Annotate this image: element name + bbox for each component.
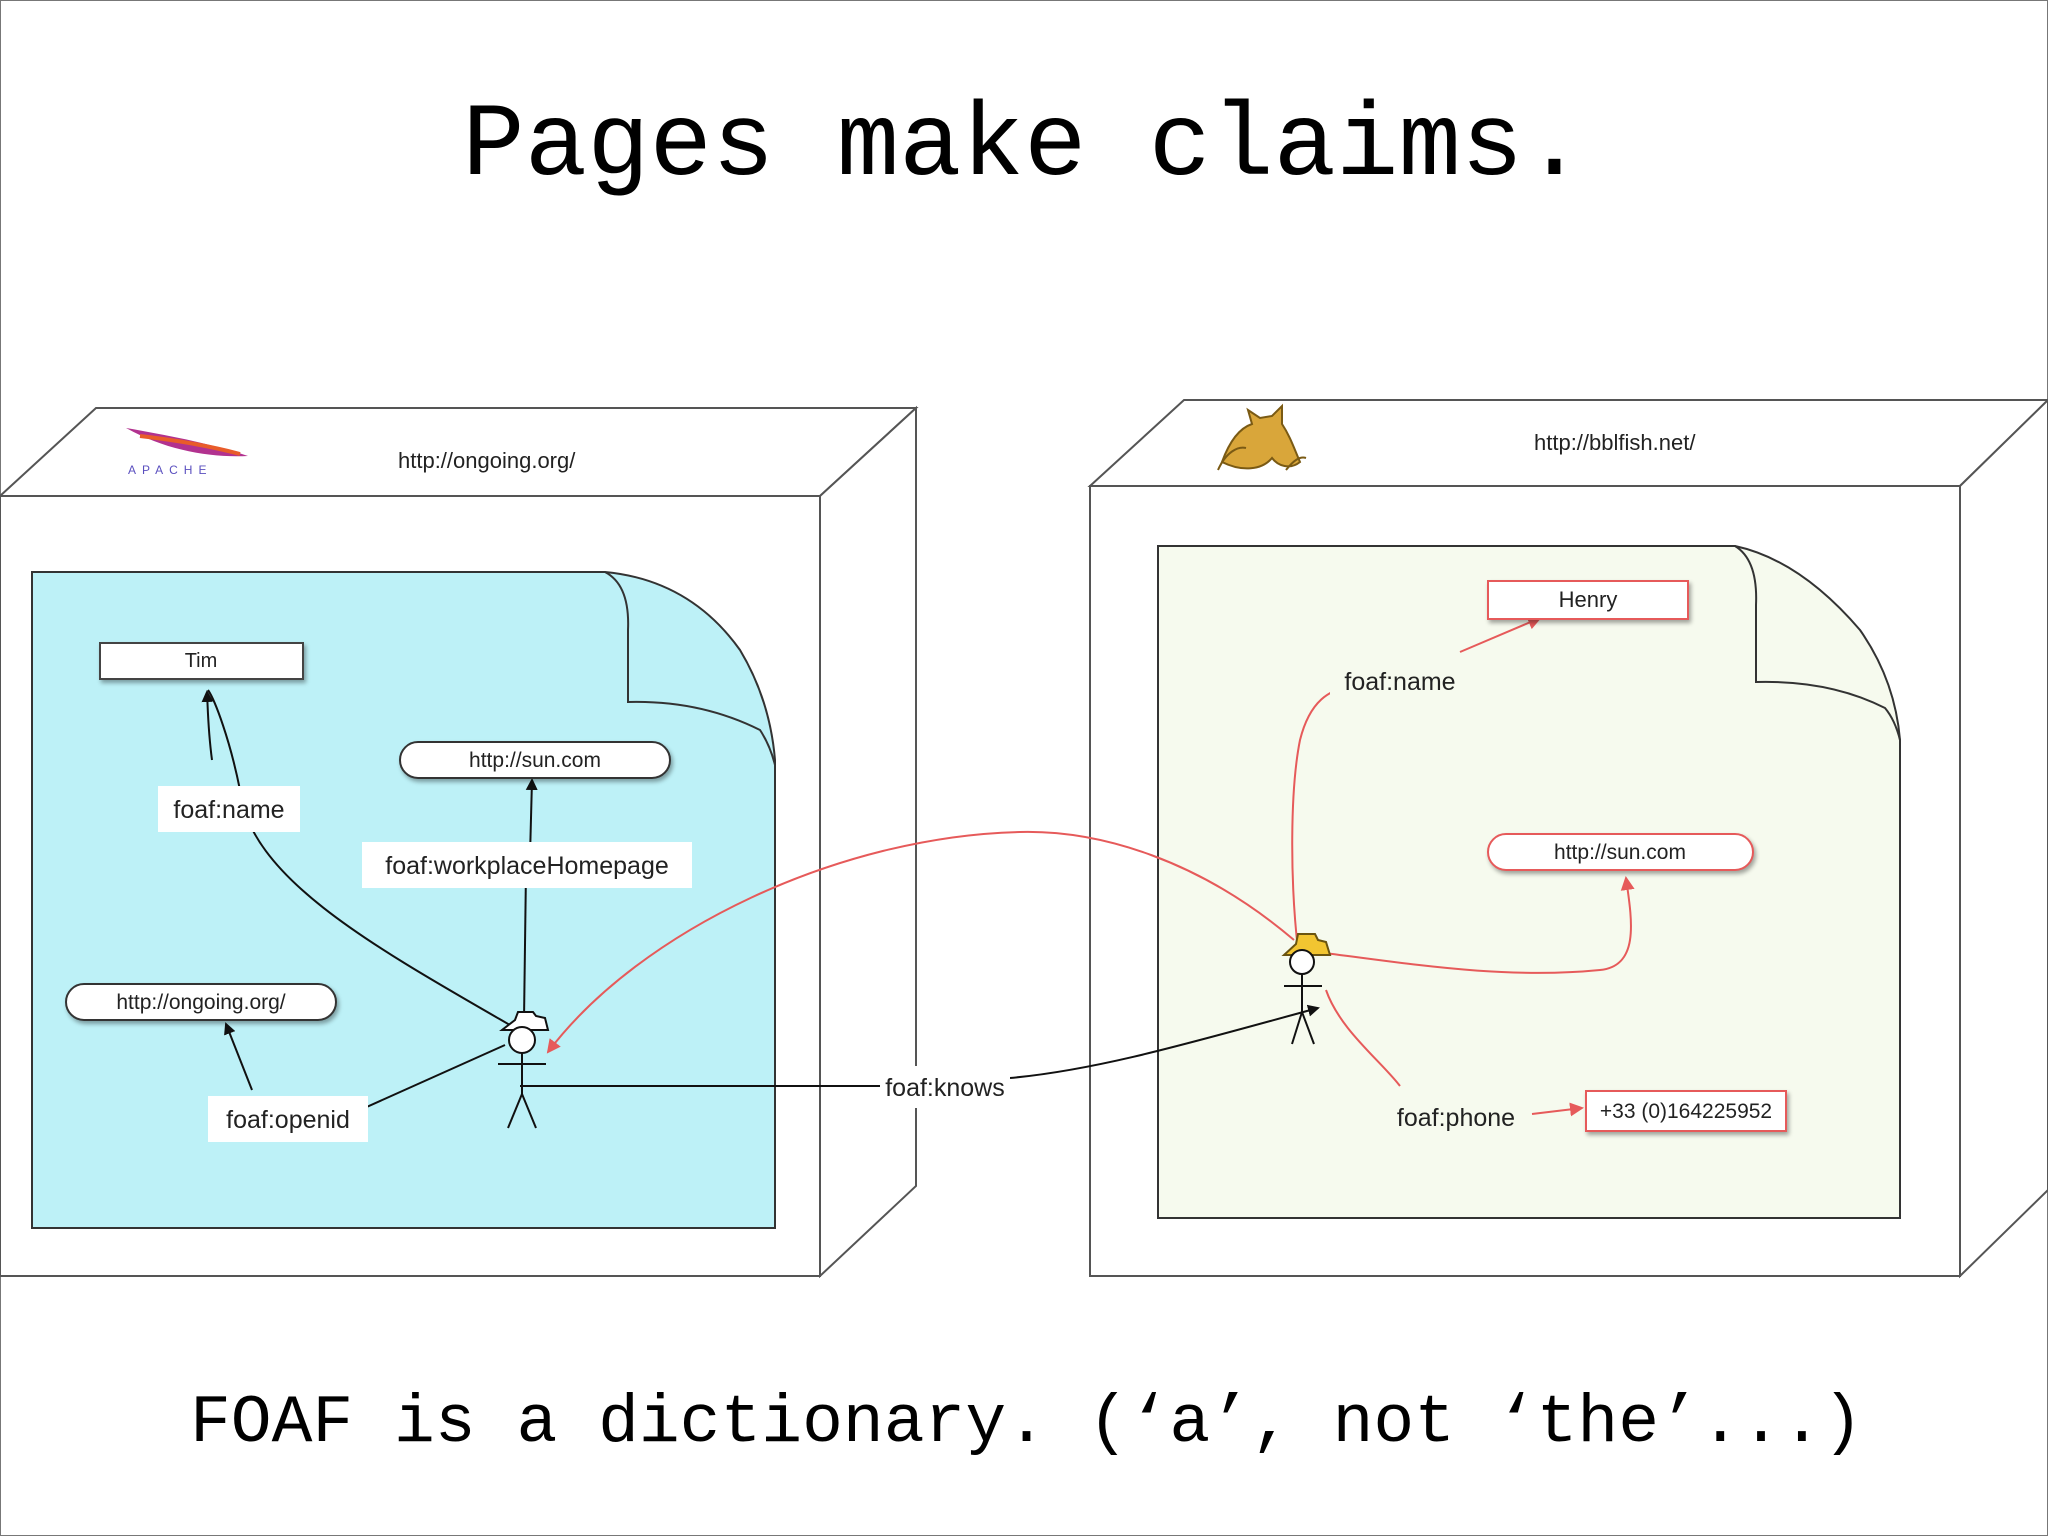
apache-logo-text: APACHE [128,463,212,477]
right-workplace-value: http://sun.com [1554,841,1686,864]
left-node-workplace: http://sun.com [399,741,671,779]
right-node-workplace: http://sun.com [1487,833,1754,871]
left-server-url: http://ongoing.org/ [398,448,576,473]
cross-links [546,830,1320,1079]
right-document-page [1157,545,1901,1219]
cross-link-label-knows: foaf:knows [880,1066,1010,1108]
slide-title: Pages make claims. [462,88,1586,206]
left-node-name: Tim [99,642,304,680]
slide-footer: FOAF is a dictionary. (‘a’, not ‘the’...… [190,1385,1864,1462]
tomcat-cat-icon [1217,403,1307,471]
left-edge-workplace-text: foaf:workplaceHomepage [385,852,669,880]
left-name-value: Tim [185,650,218,672]
left-workplace-value: http://sun.com [469,749,601,772]
left-edges [201,689,880,1111]
right-edge-label-name: foaf:name [1330,660,1472,702]
right-edges [1291,616,1635,1117]
right-phone-value: +33 (0)164225952 [1600,1100,1772,1123]
cross-link-knows-text: foaf:knows [885,1074,1005,1102]
right-edge-label-phone: foaf:phone [1386,1096,1526,1138]
left-node-openid: http://ongoing.org/ [65,983,337,1021]
left-edge-openid-text: foaf:openid [226,1106,350,1134]
right-node-phone: +33 (0)164225952 [1585,1090,1787,1132]
right-server-url: http://bblfish.net/ [1534,430,1696,455]
left-edge-label-name: foaf:name [158,786,300,832]
right-name-value: Henry [1559,587,1618,612]
right-edge-name-text: foaf:name [1344,668,1455,696]
left-person-icon [498,1011,550,1129]
right-node-name: Henry [1487,580,1689,620]
apache-feather-logo: APACHE [126,428,248,477]
left-edge-name-text: foaf:name [173,796,284,824]
left-edge-label-workplace: foaf:workplaceHomepage [362,842,692,888]
right-person-icon [1281,933,1332,1045]
left-document-page [31,571,776,1229]
left-openid-value: http://ongoing.org/ [116,991,285,1014]
left-edge-label-openid: foaf:openid [208,1096,368,1142]
right-edge-phone-text: foaf:phone [1397,1104,1515,1132]
